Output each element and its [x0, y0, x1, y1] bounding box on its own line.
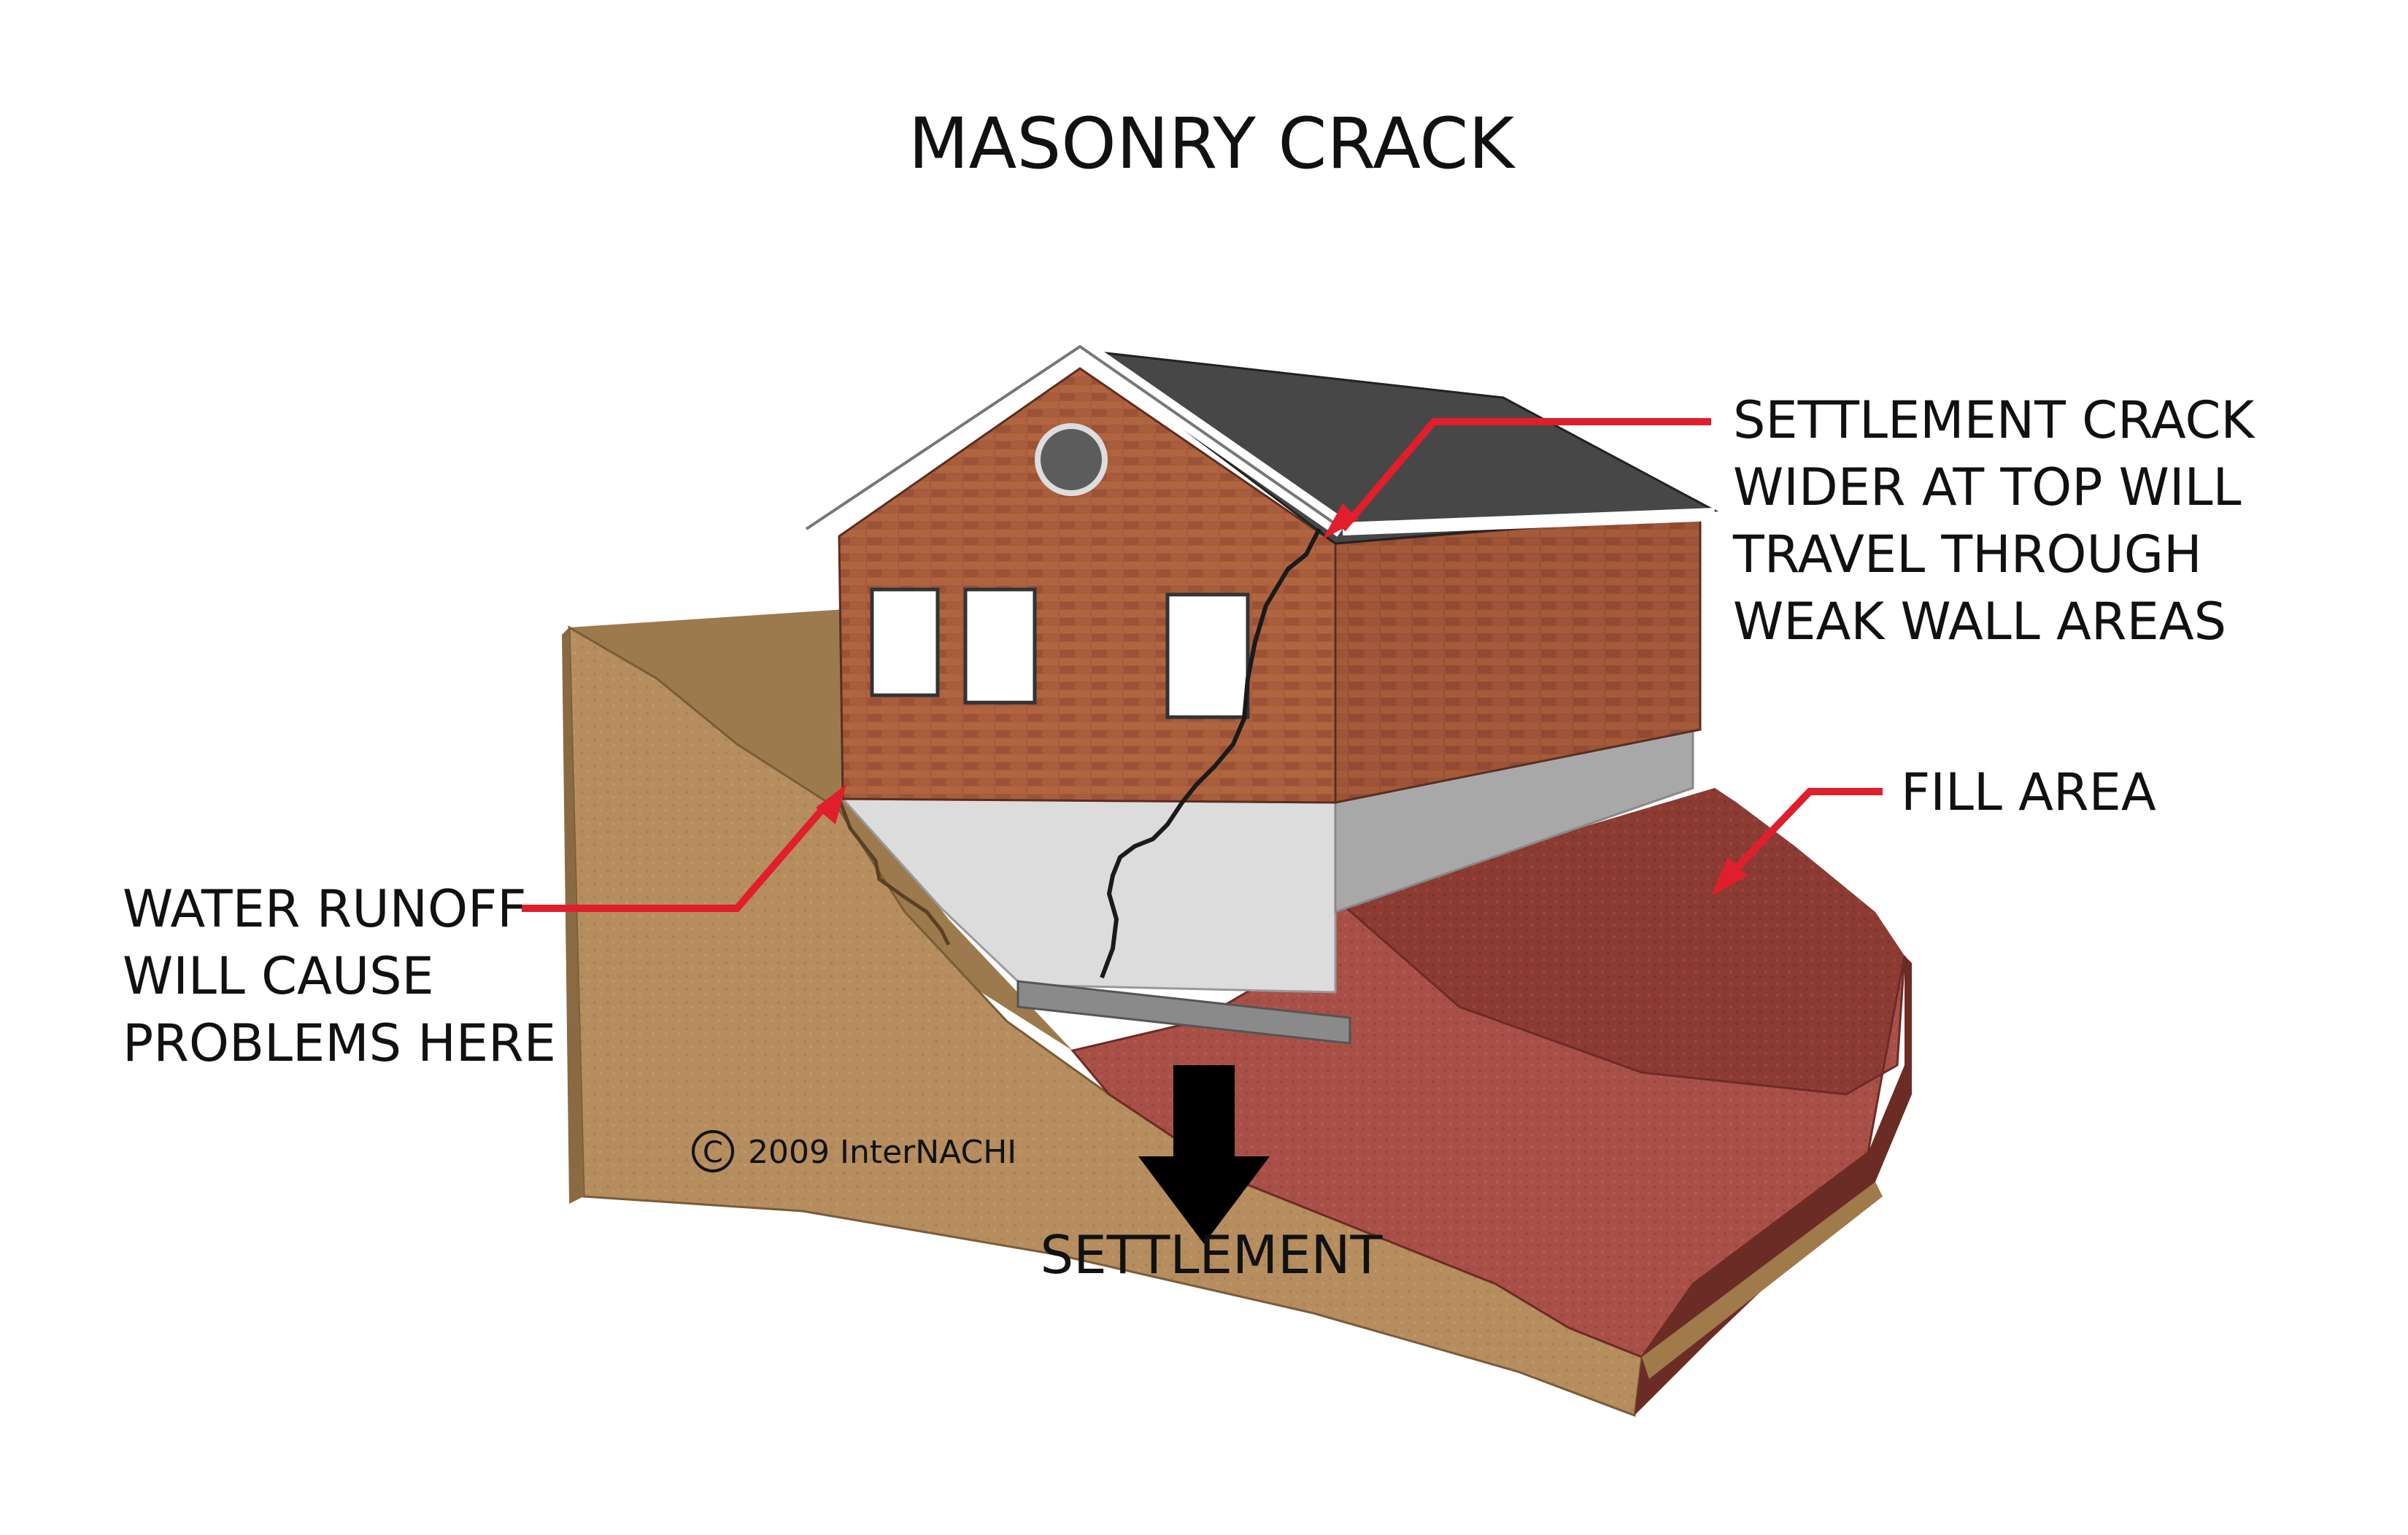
- down-arrow-icon: [1138, 1065, 1270, 1244]
- settlement-crack-line-2: WIDER AT TOP WILL: [1733, 457, 2242, 517]
- water-runoff-label: WATER RUNOFF WILL CAUSE PROBLEMS HERE: [123, 879, 556, 1073]
- settlement-crack-label: SETTLEMENT CRACK WIDER AT TOP WILL TRAVE…: [1732, 390, 2255, 651]
- copyright-symbol: C: [703, 1136, 723, 1169]
- settlement-label: SETTLEMENT: [1041, 1224, 1384, 1285]
- settlement-crack-line-3: TRAVEL THROUGH: [1732, 525, 2202, 584]
- settlement-crack-line-4: WEAK WALL AREAS: [1733, 592, 2226, 651]
- settlement-crack-line-1: SETTLEMENT CRACK: [1733, 390, 2255, 450]
- footing: [1016, 980, 1351, 1045]
- water-runoff-line-1: WATER RUNOFF: [123, 879, 527, 939]
- callout-leaders: [522, 418, 1883, 912]
- roof: [1076, 348, 1719, 545]
- copyright-text: 2009 InterNACHI: [748, 1134, 1016, 1171]
- erosion-crack: [837, 798, 951, 946]
- settlement-crack: [1100, 527, 1321, 979]
- copyright-icon: [692, 1130, 734, 1172]
- fill-area-label: FILL AREA: [1901, 762, 2156, 822]
- copyright-notice: C 2009 InterNACHI: [692, 1130, 1016, 1172]
- water-runoff-line-2: WILL CAUSE: [123, 946, 434, 1006]
- window-3: [1165, 592, 1250, 719]
- window-2: [963, 587, 1037, 705]
- round-vent: [1035, 423, 1108, 496]
- water-runoff-line-3: PROBLEMS HERE: [123, 1013, 556, 1073]
- window-1: [870, 587, 940, 697]
- diagram-title: MASONRY CRACK: [908, 103, 1516, 185]
- house: [800, 337, 1719, 1045]
